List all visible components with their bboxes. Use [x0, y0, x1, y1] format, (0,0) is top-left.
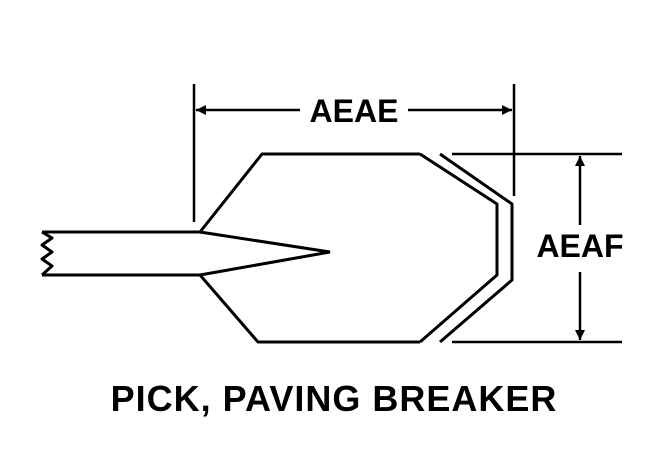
- height-dimension-label: AEAF: [536, 228, 623, 264]
- shank: [40, 230, 200, 277]
- diagram-caption: PICK, PAVING BREAKER: [110, 378, 558, 419]
- width-dimension: [192, 84, 516, 222]
- blade-edge-inner: [439, 152, 514, 344]
- blade-head: [198, 152, 514, 344]
- blade-edge-outer: [419, 152, 499, 344]
- height-dimension: [452, 152, 622, 344]
- break-line: [40, 230, 54, 277]
- width-dimension-label: AEAE: [310, 93, 399, 129]
- shank-point: [199, 230, 331, 277]
